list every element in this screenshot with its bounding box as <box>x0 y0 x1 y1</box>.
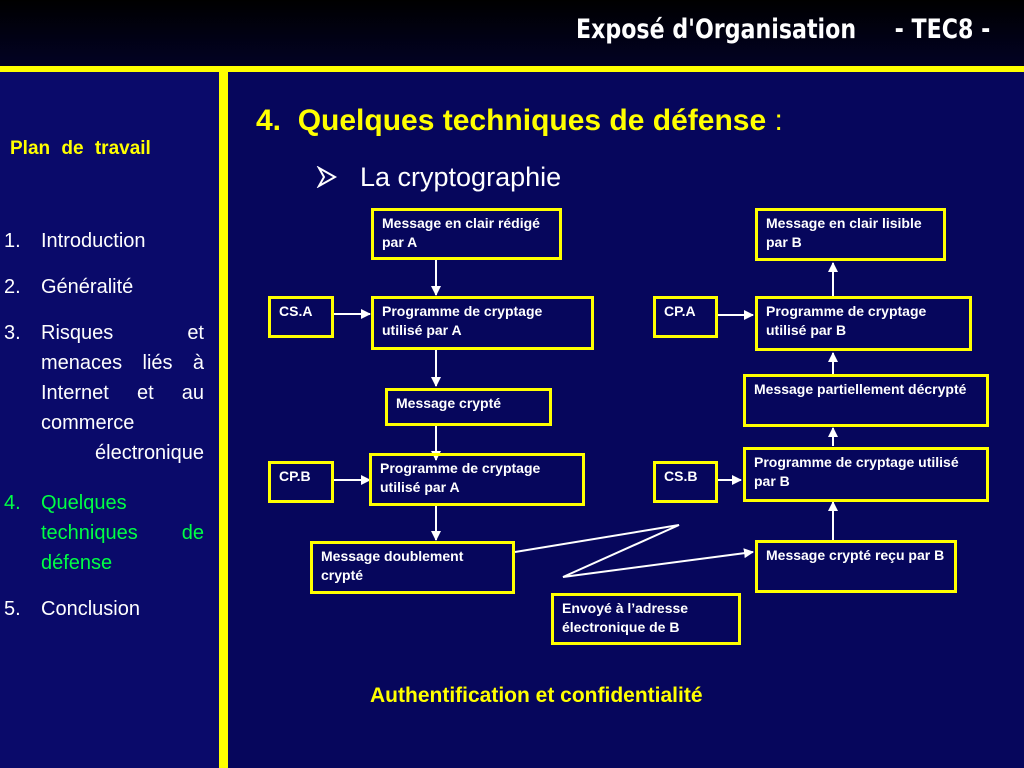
sidebar-item-conclusion[interactable]: 5. Conclusion <box>4 594 204 624</box>
node-cp-a: CP.A <box>653 296 718 338</box>
node-message-doublement-crypte: Message doublement crypté <box>310 541 515 594</box>
sidebar-item-number: 3. <box>4 322 21 344</box>
header-divider <box>0 66 1024 72</box>
main-panel <box>228 72 1024 768</box>
node-cs-a: CS.A <box>268 296 334 338</box>
header-bar <box>0 0 1024 66</box>
node-cp-b: CP.B <box>268 461 334 503</box>
node-message-recu: Message crypté reçu par B <box>755 540 957 593</box>
node-envoye: Envoyé à l’adresse électronique de B <box>551 593 741 645</box>
node-programme-b-2: Programme de cryptage utilisé par B <box>755 296 972 351</box>
sidebar-item-label: Quelques techniques de défense <box>41 492 204 574</box>
node-programme-b-1: Programme de cryptage utilisé par B <box>743 447 989 502</box>
sidebar-item-generalite[interactable]: 2. Généralité <box>4 272 204 302</box>
node-programme-a-2: Programme de cryptage utilisé par A <box>369 453 585 506</box>
node-message-clair-a: Message en clair rédigé par A <box>371 208 562 260</box>
sidebar-item-label: Conclusion <box>41 598 140 620</box>
sidebar-item-number: 4. <box>4 492 21 514</box>
bullet-arrow-icon <box>316 166 338 188</box>
subheading: La cryptographie <box>360 162 562 192</box>
sidebar-item-label: Généralité <box>41 276 134 298</box>
section-title: Quelques techniques de défense <box>297 104 767 137</box>
node-programme-a-1: Programme de cryptage utilisé par A <box>371 296 594 350</box>
sidebar-item-risques[interactable]: 3. Risques et menaces liés à Internet et… <box>4 318 204 468</box>
section-number: 4. <box>256 104 282 137</box>
node-message-clair-b: Message en clair lisible par B <box>755 208 946 261</box>
sidebar-item-number: 1. <box>4 230 21 252</box>
node-message-crypte: Message crypté <box>385 388 552 426</box>
sidebar-item-techniques[interactable]: 4. Quelques techniques de défense <box>4 488 204 578</box>
sidebar-item-introduction[interactable]: 1. Introduction <box>4 226 204 256</box>
node-message-partiellement-decrypte: Message partiellement décrypté <box>743 374 989 427</box>
sidebar-divider <box>219 72 228 768</box>
node-cs-b: CS.B <box>653 461 718 503</box>
sidebar-panel <box>0 72 219 768</box>
sidebar-item-label: Risques et menaces liés à Internet et au… <box>41 322 204 464</box>
sidebar-item-number: 2. <box>4 276 21 298</box>
diagram-caption: Authentification et confidentialité <box>370 684 703 707</box>
sidebar-item-number: 5. <box>4 598 21 620</box>
slide-header-title: Exposé d'Organisation - TEC8 - <box>575 14 990 45</box>
sidebar-item-label: Introduction <box>41 230 146 252</box>
section-colon: : <box>774 104 783 137</box>
sidebar-title: Plan de travail <box>10 138 151 159</box>
section-heading: 4. Quelques techniques de défense : <box>256 104 783 138</box>
